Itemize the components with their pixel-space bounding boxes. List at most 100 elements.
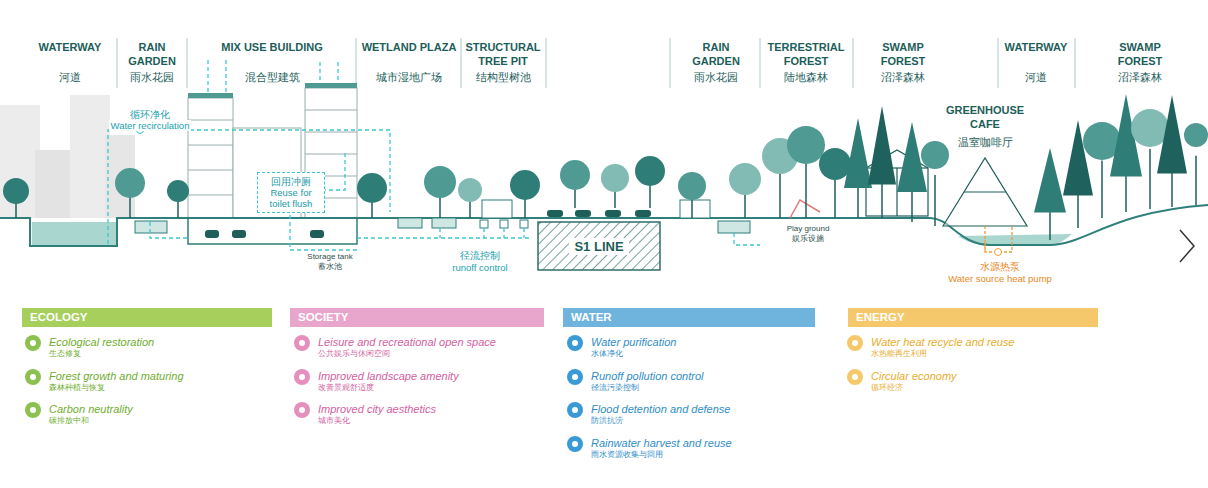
tree-crown xyxy=(560,160,590,190)
legend-icon-glyph xyxy=(572,407,578,413)
legend-icon xyxy=(567,436,583,452)
tree xyxy=(560,160,590,208)
benefit-item: Rainwater harvest and reuse xyxy=(591,437,732,450)
category-band: SOCIETY xyxy=(290,308,544,327)
tree-crown xyxy=(357,173,387,203)
green-roofs xyxy=(188,83,357,98)
car xyxy=(605,210,621,217)
legend-icon xyxy=(567,402,583,418)
heat-pump-symbol xyxy=(995,249,1002,256)
annotation: 雨水花园 xyxy=(681,71,751,84)
node-text: ECOLOGY xyxy=(30,310,264,325)
legend-icon xyxy=(847,369,863,385)
legend-icon xyxy=(567,369,583,385)
zone-heading: RAIN GARDEN xyxy=(121,40,183,68)
divider xyxy=(853,38,854,88)
divider xyxy=(546,38,547,88)
divider xyxy=(670,38,671,88)
annotation: 河道 xyxy=(999,71,1073,84)
trunk xyxy=(779,170,781,218)
s1-line-tunnel xyxy=(538,222,660,270)
trunk xyxy=(934,175,936,226)
benefit-item: Runoff pollution control xyxy=(591,370,704,383)
benefit-item: 生态修复 xyxy=(49,349,81,358)
recirculation-line xyxy=(108,130,390,244)
benefit-item: 公共娱乐与休闲空间 xyxy=(318,349,390,358)
zone-heading: WATERWAY xyxy=(999,40,1073,54)
zone-heading: WATERWAY xyxy=(30,40,110,54)
tree xyxy=(424,166,456,218)
benefit-item: 防洪抗涝 xyxy=(591,416,623,425)
legend-icon-glyph xyxy=(299,374,305,380)
annotation: 结构型树池 xyxy=(463,71,543,84)
zone-heading: TERRESTRIAL FOREST xyxy=(762,40,850,68)
next-chevron xyxy=(1180,230,1194,262)
tree-crown xyxy=(729,163,761,195)
trees xyxy=(3,94,1208,240)
zone-heading: SWAMP FOREST xyxy=(1105,40,1175,68)
water-flows xyxy=(108,60,760,250)
tree-crown xyxy=(787,126,825,164)
tree xyxy=(167,180,189,218)
benefit-item: 改善景观舒适度 xyxy=(318,383,374,392)
node-text: Reuse for toilet flush xyxy=(261,187,321,209)
tree-crown xyxy=(678,172,706,200)
benefit-item: 循环经济 xyxy=(871,383,903,392)
legend-icon xyxy=(25,369,41,385)
tree-crown xyxy=(635,156,665,186)
tree xyxy=(601,164,629,208)
zone-heading: RAIN GARDEN xyxy=(685,40,747,68)
trunk xyxy=(1101,160,1103,218)
benefit-item: Water purification xyxy=(591,336,676,349)
reuse-line xyxy=(322,150,345,190)
benefit-item: Improved landscape amenity xyxy=(318,370,459,383)
rain-garden-bed xyxy=(718,221,750,233)
trunk xyxy=(1195,156,1197,205)
legend-icon-glyph xyxy=(572,340,578,346)
tree xyxy=(921,141,949,226)
trunk xyxy=(834,176,836,218)
annotation: Play ground xyxy=(787,224,830,234)
annotation: 水源热泵 xyxy=(980,261,1020,272)
legend-icon-glyph xyxy=(299,407,305,413)
legend-icon-glyph xyxy=(852,374,858,380)
category-band: ECOLOGY xyxy=(22,308,272,327)
annotation: 河道 xyxy=(30,71,110,84)
conifer-crown xyxy=(868,106,896,184)
green-roof xyxy=(305,83,357,88)
legend-icons xyxy=(25,335,863,452)
conifer-crown xyxy=(844,118,872,188)
building-block xyxy=(188,98,233,218)
benefit-item: Circular economy xyxy=(871,370,957,383)
car xyxy=(547,210,563,217)
legend-icon-glyph xyxy=(852,340,858,346)
tree xyxy=(729,163,761,218)
divider xyxy=(461,38,462,88)
legend-icon-glyph xyxy=(299,340,305,346)
tank xyxy=(205,230,219,238)
cars xyxy=(547,210,651,217)
annotation: runoff control xyxy=(450,262,509,273)
trunk xyxy=(805,163,807,218)
divider xyxy=(187,38,188,88)
tree xyxy=(1110,94,1142,212)
legend-icon xyxy=(294,335,310,351)
metro-tunnel-box: S1 LINE xyxy=(538,222,660,270)
annotation: 温室咖啡厅 xyxy=(948,136,1022,149)
annotation: 城市湿地广场 xyxy=(361,71,457,84)
benefit-item: Ecological restoration xyxy=(49,336,154,349)
divider xyxy=(998,38,999,88)
legend-icon xyxy=(847,335,863,351)
benefit-item: Water heat recycle and reuse xyxy=(871,336,1014,349)
annotation: 混合型建筑 xyxy=(212,71,332,84)
divider xyxy=(356,38,357,88)
flow-line xyxy=(150,222,188,238)
ground xyxy=(0,200,1208,270)
tree-crown xyxy=(510,170,540,200)
tree xyxy=(868,106,896,218)
tree-crown xyxy=(424,166,456,198)
legend-icon xyxy=(294,369,310,385)
tree-crown xyxy=(458,178,482,202)
annotation: Water recirculation xyxy=(109,120,192,131)
mix-use-building xyxy=(188,88,357,218)
